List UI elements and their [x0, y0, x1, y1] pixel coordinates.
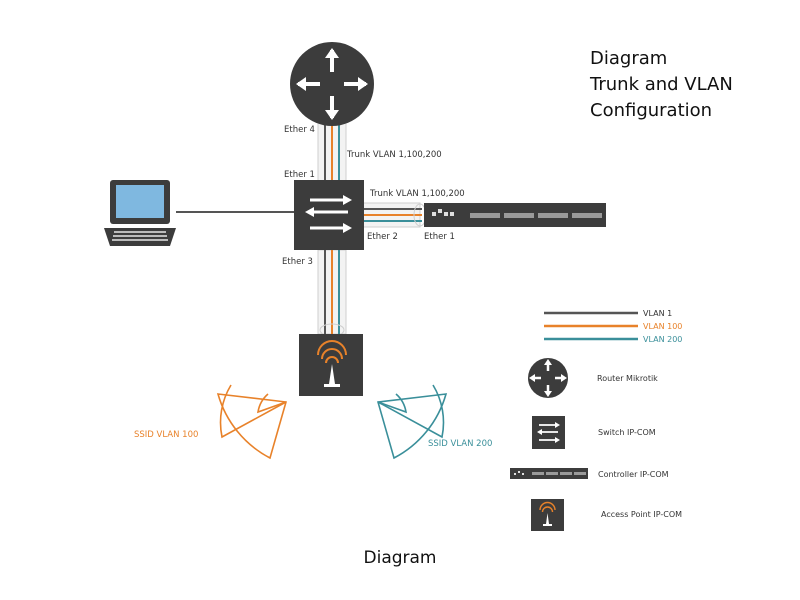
- trunk-label-switch-controller: Trunk VLAN 1,100,200: [369, 189, 465, 199]
- switch-port2-label: Ether 2: [367, 232, 398, 242]
- controller-port-label: Ether 1: [424, 232, 455, 242]
- trunk-cable-router-switch: [317, 117, 347, 183]
- legend-label-controller: Controller IP-COM: [598, 470, 669, 479]
- title-line-2: Trunk and VLAN: [590, 74, 733, 95]
- access-point-icon: [299, 334, 363, 396]
- trunk-cable-switch-controller: [359, 202, 427, 228]
- diagram-caption: Diagram: [363, 548, 437, 568]
- router-icon: [290, 42, 374, 126]
- title-line-1: Diagram: [590, 48, 668, 69]
- laptop-icon: [104, 180, 176, 246]
- legend-access-point-icon: [531, 499, 564, 531]
- router-port-label: Ether 4: [284, 125, 315, 135]
- switch-port3-label: Ether 3: [282, 257, 313, 267]
- legend-label-vlan1: VLAN 1: [643, 309, 672, 318]
- diagram-title: Diagram Trunk and VLAN Configuration: [590, 46, 795, 124]
- wifi-coverage-vlan100: [216, 384, 288, 460]
- legend: VLAN 1 VLAN 100 VLAN 200 Router Mikrotik: [510, 309, 682, 531]
- title-line-3: Configuration: [590, 100, 713, 121]
- legend-controller-icon: [510, 468, 588, 479]
- controller-icon: [424, 203, 606, 227]
- ssid-label-left: SSID VLAN 100: [134, 430, 198, 440]
- legend-label-access-point: Access Point IP-COM: [601, 510, 682, 519]
- switch-icon: [294, 180, 364, 250]
- legend-label-vlan100: VLAN 100: [643, 322, 682, 331]
- legend-router-icon: [528, 358, 568, 398]
- legend-switch-icon: [532, 416, 565, 449]
- legend-label-vlan200: VLAN 200: [643, 335, 682, 344]
- switch-port1-label: Ether 1: [284, 170, 315, 180]
- wifi-coverage-vlan200: [376, 384, 448, 460]
- trunk-label-router-switch: Trunk VLAN 1,100,200: [346, 150, 442, 160]
- legend-label-router: Router Mikrotik: [597, 374, 658, 383]
- trunk-cable-switch-access-point: [317, 249, 347, 337]
- ssid-label-right: SSID VLAN 200: [428, 439, 492, 449]
- legend-label-switch: Switch IP-COM: [598, 428, 656, 437]
